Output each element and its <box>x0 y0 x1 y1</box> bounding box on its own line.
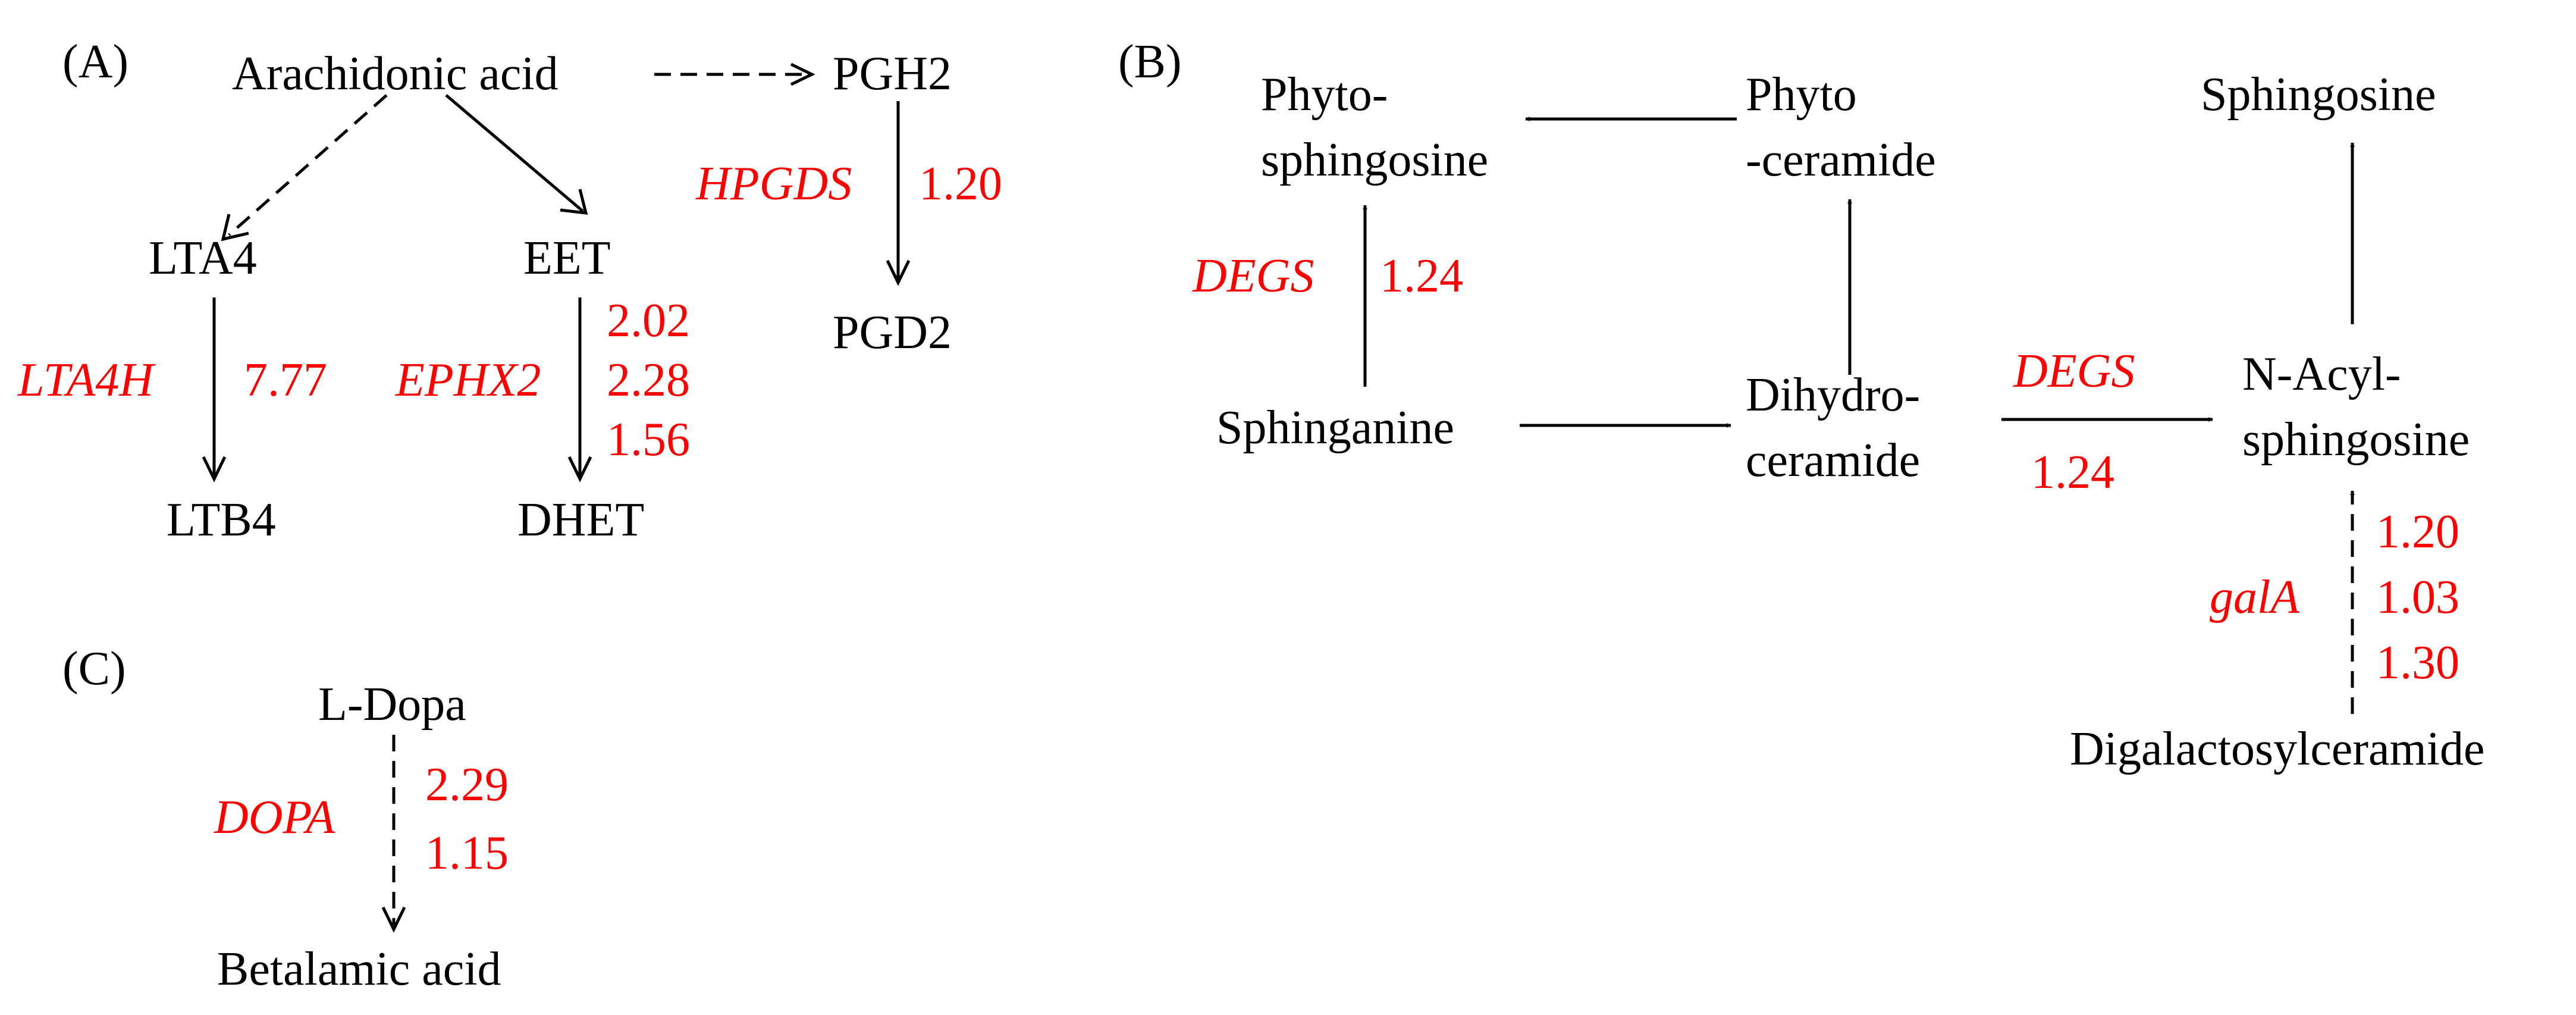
node-phytosphingosine-line-1: Phyto- <box>1261 68 1388 121</box>
enzyme-gala-value-3: 1.30 <box>2376 637 2459 689</box>
enzyme-dopa-value-2: 1.15 <box>425 827 509 879</box>
node-dihydroceramide-line-2: ceramide <box>1746 434 1920 487</box>
enzyme-gala-value-2: 1.03 <box>2376 571 2459 624</box>
enzyme-dopa: DOPA <box>214 791 335 844</box>
enzyme-lta4h: LTA4H <box>17 354 156 406</box>
node-l-dopa: L-Dopa <box>318 678 466 731</box>
node-n-acylsphingosine-line-1: N-Acyl- <box>2242 348 2401 400</box>
node-pgh2: PGH2 <box>833 48 952 100</box>
enzyme-degs-right-value-1: 1.24 <box>2031 446 2114 499</box>
node-ltb4: LTB4 <box>167 494 276 546</box>
panel-b-label: (B) <box>1118 36 1182 88</box>
arrowhead-open-ltb4 <box>202 456 227 483</box>
panel-b: (B) Phyto- sphingosine Phyto -ceramide S… <box>1118 36 2484 775</box>
enzyme-gala-value-1: 1.20 <box>2376 506 2459 558</box>
node-dihydroceramide-line-1: Dihydro- <box>1746 369 1920 421</box>
enzyme-gala: galA <box>2210 571 2300 624</box>
panel-c: (C) L-Dopa Betalamic acid DOPA 2.29 1.15 <box>62 643 509 995</box>
node-eet: EET <box>523 232 611 284</box>
arrows-panel-a <box>202 62 911 483</box>
enzyme-hpgds-value-1: 1.20 <box>919 158 1002 210</box>
enzyme-dopa-value-1: 2.29 <box>425 759 509 811</box>
node-lta4: LTA4 <box>149 232 257 284</box>
enzyme-ephx2-value-1: 2.02 <box>607 295 690 347</box>
enzyme-degs-left: DEGS <box>1192 250 1314 302</box>
enzyme-ephx2: EPHX2 <box>395 354 541 406</box>
enzyme-ephx2-value-3: 1.56 <box>607 413 690 466</box>
panel-c-label: (C) <box>62 643 126 695</box>
node-sphingosine: Sphingosine <box>2201 68 2436 121</box>
node-phytoceramide-line-2: -ceramide <box>1746 134 1936 186</box>
panel-a-label: (A) <box>62 36 128 88</box>
arrowhead-open-pgd2 <box>886 259 911 286</box>
arrow-dashed-aa-to-lta4 <box>228 94 388 236</box>
node-pgd2: PGD2 <box>833 306 952 359</box>
arrowhead-open-lta4 <box>221 214 249 242</box>
node-sphinganine: Sphinganine <box>1216 402 1454 454</box>
node-phytosphingosine-line-2: sphingosine <box>1261 134 1488 186</box>
enzyme-ephx2-value-2: 2.28 <box>607 354 690 406</box>
enzyme-lta4h-value-1: 7.77 <box>244 354 327 406</box>
enzyme-degs-left-value-1: 1.24 <box>1380 250 1463 302</box>
arrows-panel-c <box>381 735 406 933</box>
enzyme-degs-right: DEGS <box>2013 345 2135 397</box>
node-dhet: DHET <box>517 494 644 546</box>
node-betalamic-acid: Betalamic acid <box>217 943 501 995</box>
arrows-panel-b <box>1363 117 2355 714</box>
arrowhead-open-pgh2 <box>790 62 815 86</box>
arrowhead-open-betalamic-acid <box>381 906 406 933</box>
arrowhead-open-eet <box>560 189 588 215</box>
node-n-acylsphingosine-line-2: sphingosine <box>2242 413 2470 466</box>
arrowhead-open-dhet <box>567 456 592 483</box>
node-digalactosylceramide: Digalactosylceramide <box>2070 723 2484 775</box>
enzyme-hpgds: HPGDS <box>695 158 852 210</box>
arrow-aa-to-eet <box>445 94 584 212</box>
node-arachidonic-acid: Arachidonic acid <box>232 48 559 100</box>
node-phytoceramide-line-1: Phyto <box>1746 68 1857 121</box>
panel-a: (A) Arachidonic acid PGH2 LTA4 EET PGD2 … <box>17 36 1002 546</box>
